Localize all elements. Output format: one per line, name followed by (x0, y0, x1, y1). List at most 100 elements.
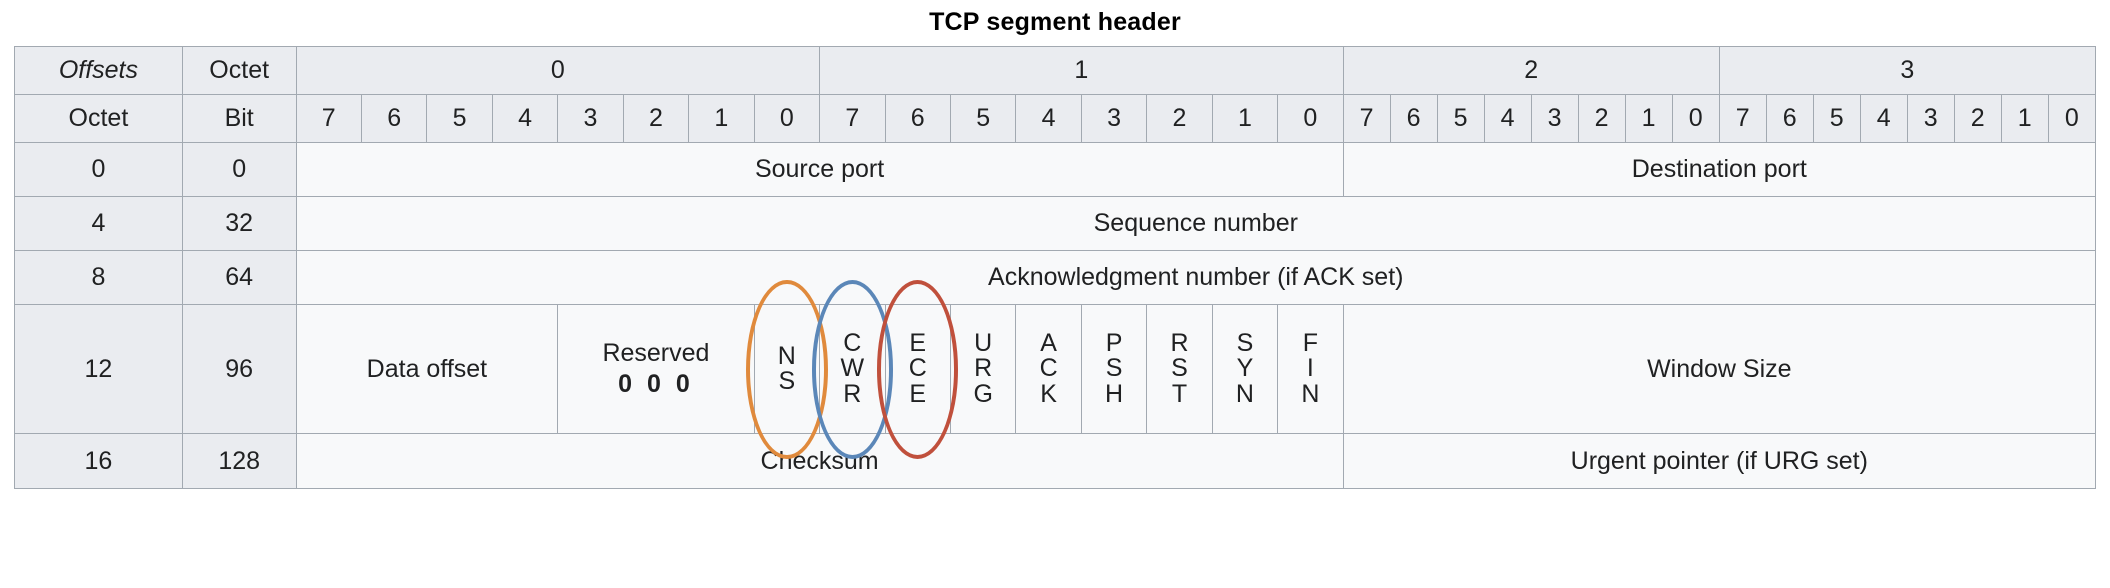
octet-offset-2: 8 (14, 250, 183, 305)
bit-offset-1: 32 (181, 196, 297, 251)
reserved-label: Reserved (602, 339, 710, 368)
bit-number-4: 3 (557, 94, 624, 143)
bit-number-20: 3 (1530, 94, 1579, 143)
flag-letter: I (1306, 354, 1314, 383)
flag-letter: C (843, 328, 862, 357)
field-destination-port: Destination port (1342, 142, 2097, 197)
flag-letter: S (778, 367, 796, 395)
bit-number-29: 2 (1953, 94, 2002, 143)
field-window-size: Window Size (1342, 304, 2097, 434)
octet-number-0: 0 (295, 46, 821, 95)
bit-number-14: 1 (1211, 94, 1279, 143)
field-source-port: Source port (295, 142, 1344, 197)
bit-offset-3: 96 (181, 304, 297, 434)
bit-number-25: 6 (1765, 94, 1814, 143)
bit-number-11: 4 (1015, 94, 1082, 143)
octet-number-2: 2 (1342, 46, 1720, 95)
offsets-label: Offsets (14, 46, 183, 95)
bit-number-12: 3 (1080, 94, 1148, 143)
bit-number-31: 0 (2047, 94, 2097, 143)
flag-letter: S (1105, 354, 1123, 383)
bit-number-10: 5 (949, 94, 1017, 143)
flag-letter: C (908, 354, 927, 383)
bit-number-1: 6 (360, 94, 428, 143)
octet-offset-4: 16 (14, 433, 183, 489)
bit-number-26: 5 (1812, 94, 1861, 143)
bit-column-label: Bit (181, 94, 297, 143)
reserved-bits-value: 0 0 0 (618, 370, 694, 398)
bit-number-9: 6 (884, 94, 951, 143)
field-urgent-pointer-if-urg-set: Urgent pointer (if URG set) (1342, 433, 2097, 489)
bit-number-6: 1 (688, 94, 755, 143)
flag-letter: T (1171, 379, 1188, 408)
bit-offset-0: 0 (181, 142, 297, 197)
flag-letter: A (1040, 328, 1057, 357)
flag-letter: Y (1236, 354, 1254, 383)
flag-letter: N (777, 341, 796, 370)
field-data-offset: Data offset (295, 304, 559, 434)
flag-letter: N (1301, 379, 1320, 408)
bit-number-3: 4 (491, 94, 559, 143)
flag-letter: G (973, 379, 993, 408)
flag-letter: N (1235, 379, 1254, 408)
bit-number-2: 5 (426, 94, 493, 143)
bit-offset-2: 64 (181, 250, 297, 305)
bit-number-30: 1 (2000, 94, 2049, 143)
flag-letter: F (1302, 328, 1319, 357)
flag-letter: R (974, 354, 993, 383)
flag-letter: W (840, 354, 865, 383)
flag-letter: E (909, 379, 927, 408)
flag-letter: S (1171, 354, 1188, 383)
flag-letter: R (843, 379, 862, 408)
bit-number-13: 2 (1146, 94, 1213, 143)
field-acknowledgment-number-if-ack-set: Acknowledgment number (if ACK set) (295, 250, 2097, 305)
bit-number-17: 6 (1389, 94, 1438, 143)
bit-number-28: 3 (1906, 94, 1955, 143)
flag-letter: R (1170, 328, 1189, 357)
octet-offset-3: 12 (14, 304, 183, 434)
bit-number-5: 2 (622, 94, 690, 143)
bit-number-22: 1 (1624, 94, 1673, 143)
page-title: TCP segment header (929, 8, 1181, 36)
bit-number-7: 0 (753, 94, 821, 143)
octet-offset-1: 4 (14, 196, 183, 251)
flag-letter: E (909, 328, 927, 357)
flag-letter: C (1039, 354, 1058, 383)
bit-number-27: 4 (1859, 94, 1908, 143)
bit-offset-4: 128 (181, 433, 297, 489)
field-sequence-number: Sequence number (295, 196, 2097, 251)
bit-number-8: 7 (819, 94, 886, 143)
bit-number-18: 5 (1436, 94, 1485, 143)
flag-letter: K (1040, 379, 1057, 408)
flag-letter: S (1236, 328, 1254, 357)
octet-number-1: 1 (819, 46, 1344, 95)
field-checksum: Checksum (295, 433, 1344, 489)
bit-number-19: 4 (1483, 94, 1532, 143)
bit-number-16: 7 (1342, 94, 1391, 143)
